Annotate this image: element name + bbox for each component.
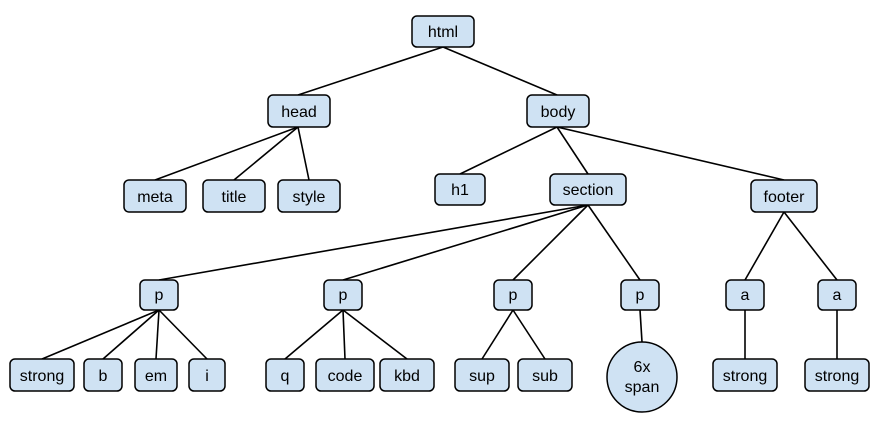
edge-p4-span xyxy=(639,309,643,343)
node-p-1: p xyxy=(139,279,179,311)
node-p-4-label: p xyxy=(636,287,645,304)
edge-html-head xyxy=(297,46,444,96)
edge-section-p4 xyxy=(587,204,641,281)
node-a-2: a xyxy=(817,279,857,311)
node-footer: footer xyxy=(750,179,818,213)
node-style: style xyxy=(277,179,341,213)
node-span-count-label: 6x xyxy=(634,359,651,376)
node-meta: meta xyxy=(123,179,187,213)
node-title: title xyxy=(202,179,266,213)
node-kbd-label: kbd xyxy=(394,368,420,385)
node-head: head xyxy=(267,94,331,128)
node-strong-2: strong xyxy=(712,358,778,392)
node-p-3: p xyxy=(493,279,533,311)
node-strong-3-label: strong xyxy=(815,368,859,385)
node-h1: h1 xyxy=(434,173,486,206)
node-title-label: title xyxy=(222,189,247,206)
edge-section-p1 xyxy=(158,204,589,281)
node-code: code xyxy=(315,358,375,392)
node-strong-1: strong xyxy=(9,358,75,392)
node-sub: sub xyxy=(517,358,573,392)
edge-p2-code xyxy=(342,309,346,360)
node-span-label: span xyxy=(625,379,660,396)
node-strong-3: strong xyxy=(804,358,870,392)
node-sup: sup xyxy=(454,358,510,392)
node-a-1: a xyxy=(725,279,765,311)
node-kbd: kbd xyxy=(379,358,435,392)
node-i: i xyxy=(188,358,226,392)
node-b: b xyxy=(83,358,123,392)
edge-body-section xyxy=(556,126,589,175)
edge-section-p2 xyxy=(342,204,589,281)
edge-body-h1 xyxy=(459,126,558,175)
edge-p2-q xyxy=(284,309,344,360)
edge-html-body xyxy=(442,46,558,96)
node-meta-label: meta xyxy=(137,189,173,206)
edge-p1-strong xyxy=(41,309,160,360)
node-p-2-label: p xyxy=(339,287,348,304)
edge-p3-sub xyxy=(512,309,546,360)
edge-head-style xyxy=(297,126,310,181)
node-p-4: p xyxy=(620,279,660,311)
node-html: html xyxy=(411,15,475,48)
edge-body-footer xyxy=(556,126,785,181)
edge-section-p3 xyxy=(512,204,589,281)
edge-footer-a1 xyxy=(744,211,785,281)
node-p-3-label: p xyxy=(509,287,518,304)
node-footer-label: footer xyxy=(764,189,806,206)
edge-p1-i xyxy=(158,309,208,360)
node-i-label: i xyxy=(205,368,209,385)
node-q: q xyxy=(265,358,305,392)
edge-p1-b xyxy=(102,309,160,360)
node-body: body xyxy=(526,94,590,128)
edge-p2-kbd xyxy=(342,309,408,360)
node-strong-2-label: strong xyxy=(723,368,767,385)
edge-p3-sup xyxy=(481,309,514,360)
node-em-label: em xyxy=(145,368,167,385)
node-b-label: b xyxy=(99,368,108,385)
edge-footer-a2 xyxy=(783,211,838,281)
node-section-label: section xyxy=(563,182,614,199)
node-code-label: code xyxy=(328,368,363,385)
edge-head-meta xyxy=(154,126,299,181)
node-q-label: q xyxy=(281,368,290,385)
node-a-2-label: a xyxy=(833,287,842,304)
edge-p1-em xyxy=(155,309,160,360)
node-em: em xyxy=(134,358,178,392)
node-span-circle: 6x span xyxy=(606,341,678,413)
node-section: section xyxy=(549,173,627,206)
node-a-1-label: a xyxy=(741,287,750,304)
node-body-label: body xyxy=(541,104,576,121)
node-p-1-label: p xyxy=(155,287,164,304)
node-html-label: html xyxy=(428,24,458,41)
node-p-2: p xyxy=(323,279,363,311)
node-strong-1-label: strong xyxy=(20,368,64,385)
tree-edges xyxy=(41,46,838,360)
node-sup-label: sup xyxy=(469,368,495,385)
node-head-label: head xyxy=(281,104,317,121)
node-h1-label: h1 xyxy=(451,182,469,199)
node-sub-label: sub xyxy=(532,368,558,385)
edge-head-title xyxy=(233,126,299,181)
node-style-label: style xyxy=(293,189,326,206)
